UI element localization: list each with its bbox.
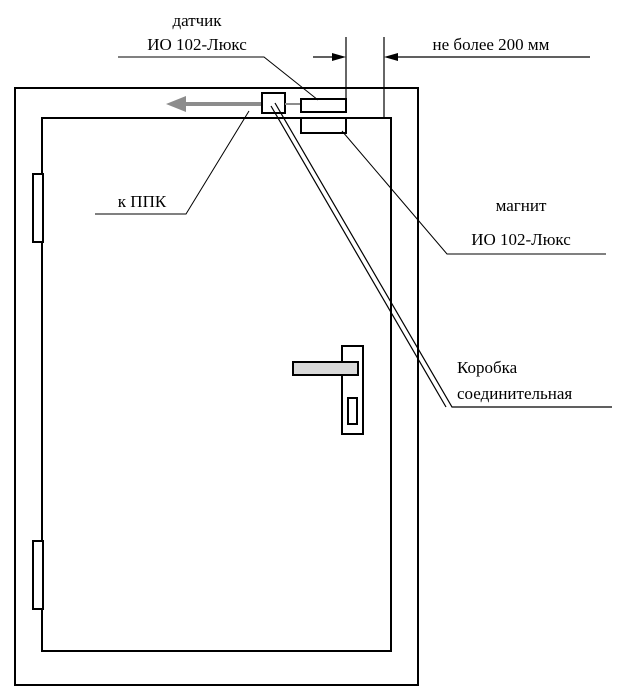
sensor-label-line2: ИО 102-Люкс [147,35,247,54]
keyhole [347,397,358,425]
box-label-line2: соединительная [457,384,572,403]
magnet-leader-line [341,130,606,255]
sensor-label-line1: датчик [172,11,222,30]
magnet-label-line1: магнит [496,196,547,215]
box-label-line1: Коробка [457,358,518,377]
sensor-body [300,98,347,113]
panel-leader-line [95,110,250,215]
door-handle [292,345,364,435]
gap-label: не более 200 мм [433,35,550,54]
handle-lever [292,361,359,376]
box-leader-line [270,102,612,408]
magnet-body [300,117,347,134]
door-leaf [41,117,392,652]
gap-dimension [313,37,590,118]
hinge-top [32,173,44,243]
panel-label: к ППК [118,192,167,211]
magnet-label-line2: ИО 102-Люкс [471,230,571,249]
hinge-bottom [32,540,44,610]
sensor-leader-line [118,56,319,101]
cable-arrow-to-panel [166,96,262,112]
door-frame [14,87,419,686]
